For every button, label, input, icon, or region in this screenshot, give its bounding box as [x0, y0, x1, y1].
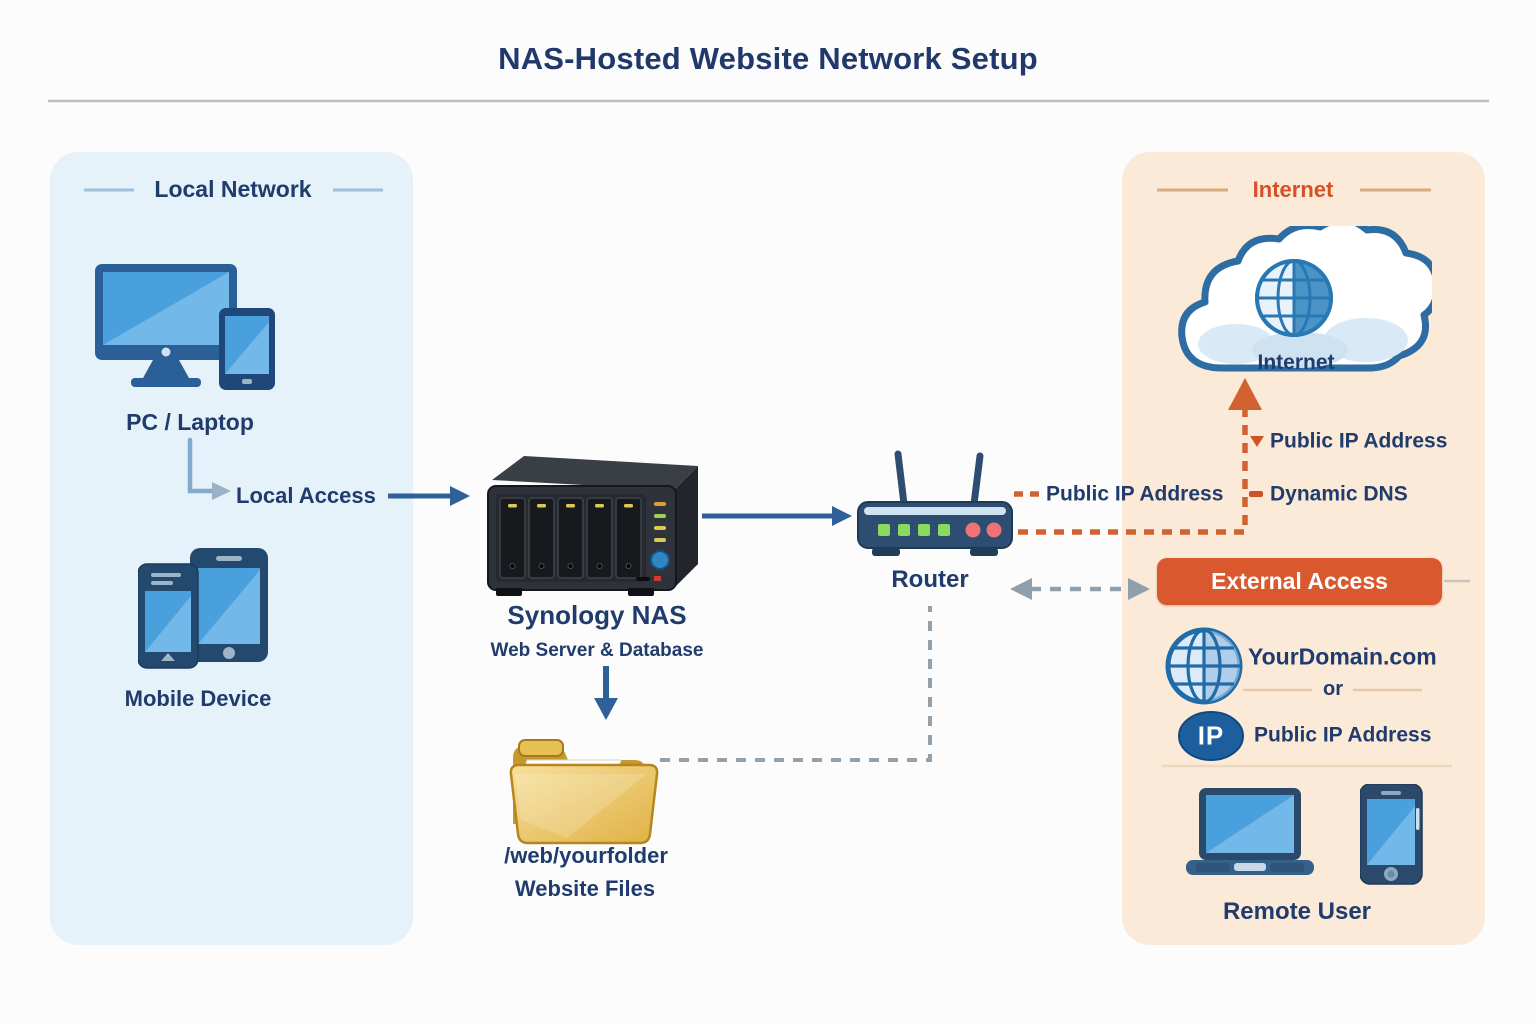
nas-to-router-arrow	[702, 506, 852, 526]
router-icon	[857, 450, 1013, 556]
remote-phone-icon	[1360, 784, 1423, 885]
remote-user-label: Remote User	[1222, 898, 1372, 925]
ip-badge-icon	[1178, 711, 1244, 761]
nas-down-arrow	[594, 666, 618, 720]
internet-header: Internet	[1252, 177, 1334, 202]
nas-name-label: Synology NAS	[507, 600, 687, 630]
local-access-label: Local Access	[236, 482, 376, 508]
nas-subtitle-label: Web Server & Database	[490, 640, 704, 661]
folder-path-label: /web/yourfolder	[504, 843, 668, 868]
page-title: NAS-Hosted Website Network Setup	[498, 41, 1038, 76]
public-ip-label: Public IP Address	[1270, 429, 1448, 453]
local-network-header: Local Network	[154, 176, 312, 202]
ip-public-address-label: Public IP Address	[1254, 723, 1432, 747]
website-files-label: Website Files	[514, 876, 656, 901]
external-access-button: External Access	[1157, 558, 1442, 605]
folder-router-connector	[660, 606, 932, 762]
synology-nas-icon	[487, 456, 698, 596]
pc-laptop-icon	[95, 264, 275, 390]
your-domain-label: YourDomain.com	[1248, 643, 1437, 670]
router-public-ip-label: Public IP Address	[1046, 482, 1224, 506]
pc-laptop-label: PC / Laptop	[126, 409, 254, 435]
router-label: Router	[891, 566, 969, 593]
external-access-label: External Access	[1211, 568, 1388, 594]
ip-badge-text: IP	[1197, 720, 1225, 751]
domain-globe-icon	[1165, 627, 1243, 705]
dynamic-dns-label: Dynamic DNS	[1270, 482, 1408, 506]
internet-cloud-icon	[1178, 226, 1432, 372]
cloud-internet-label: Internet	[1257, 351, 1335, 374]
remote-laptop-icon	[1186, 788, 1314, 875]
or-label: or	[1323, 678, 1343, 700]
mobile-device-icon	[138, 548, 268, 669]
mobile-device-label: Mobile Device	[124, 686, 272, 711]
folder-icon	[509, 739, 659, 845]
